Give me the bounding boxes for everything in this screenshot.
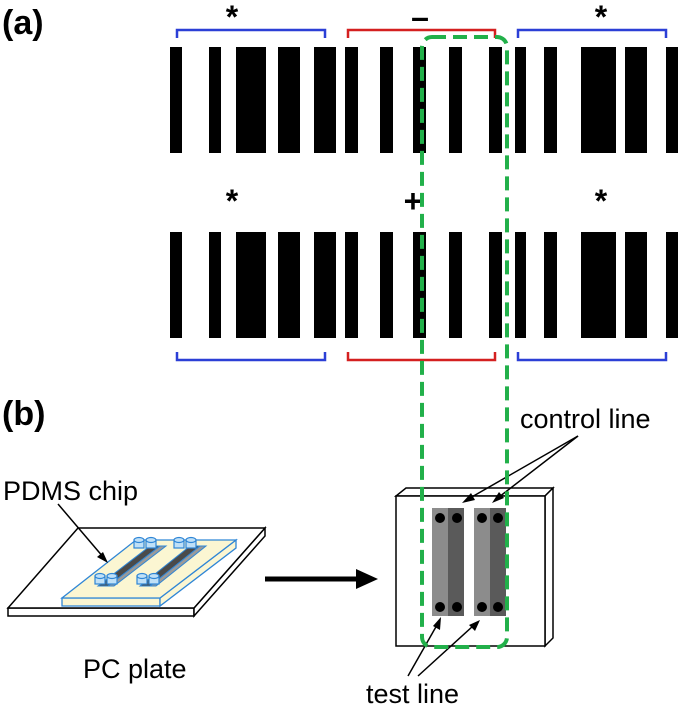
chip-well-top <box>173 536 185 544</box>
chip-well-top <box>133 536 145 544</box>
strip-dot <box>435 602 445 612</box>
barcode-bar <box>380 47 393 153</box>
bottom-symbol-middle: + <box>404 183 423 219</box>
barcode-bar <box>666 47 678 153</box>
barcode-bar <box>544 47 557 153</box>
barcode-bar <box>345 47 358 153</box>
bottom-symbol-right: * <box>595 183 608 219</box>
strip-dot <box>493 602 503 612</box>
chip-well-top <box>106 572 118 580</box>
panel-b-label: (b) <box>2 395 45 433</box>
barcode-top <box>170 47 678 153</box>
barcode-bar <box>413 232 426 338</box>
top-symbol-left: * <box>226 0 239 35</box>
chip-well-top <box>136 572 148 580</box>
process-arrow <box>265 569 378 589</box>
barcode-bar <box>236 47 266 153</box>
barcode-bar <box>581 47 616 153</box>
bottom-symbol-left: * <box>226 183 239 219</box>
barcode-bar <box>449 47 462 153</box>
chip-channel <box>148 545 208 587</box>
barcode-bar <box>278 232 300 338</box>
barcode-bar <box>345 232 358 338</box>
barcode-bar <box>515 47 526 153</box>
control-line-label: control line <box>520 404 651 434</box>
bottom-bracket-right <box>516 352 668 362</box>
barcode-bar <box>209 232 221 338</box>
chip-well-top <box>145 536 157 544</box>
top-bracket-right <box>516 28 668 38</box>
pdms-chip-edge-front <box>61 597 161 607</box>
cartridge-side-face <box>544 486 554 648</box>
strip-dot <box>452 513 462 523</box>
test-line-arrows <box>407 617 480 677</box>
barcode-bar <box>489 47 502 153</box>
test-line-label: test line <box>366 679 459 709</box>
bottom-bracket-left <box>175 352 327 362</box>
barcode-bar <box>314 232 336 338</box>
chip-wells <box>94 536 197 585</box>
top-bracket-middle <box>346 28 497 38</box>
barcode-bar <box>170 47 182 153</box>
chip-channel <box>106 545 168 587</box>
barcode-bar <box>170 232 182 338</box>
pdms-chip-arrow <box>57 503 108 563</box>
barcode-bar <box>489 232 502 338</box>
barcode-bar <box>515 232 526 338</box>
strip-dot <box>477 602 487 612</box>
top-symbol-middle: – <box>411 0 429 35</box>
barcode-bar <box>278 47 300 153</box>
strip-dot <box>452 602 462 612</box>
barcode-bar <box>581 232 616 338</box>
chip-well-top <box>94 572 106 580</box>
barcode-bar <box>209 47 221 153</box>
control-line-arrows <box>462 435 579 503</box>
top-symbol-right: * <box>595 0 608 35</box>
pc-plate-edge-front <box>7 607 195 617</box>
barcode-bar <box>625 47 647 153</box>
strip-dots <box>435 513 503 612</box>
pc-plate-label: PC plate <box>83 654 187 684</box>
chip-well-top <box>148 572 160 580</box>
strip-dot <box>435 513 445 523</box>
panel-a-label: (a) <box>2 4 44 42</box>
cartridge <box>393 486 555 648</box>
strip-dot <box>493 513 503 523</box>
highlight-box <box>420 35 509 649</box>
barcode-bar <box>380 232 393 338</box>
test-strip-light <box>474 508 490 616</box>
barcode-bar <box>544 232 557 338</box>
barcode-bar <box>236 232 266 338</box>
barcode-bar <box>449 232 462 338</box>
pc-plate-assembly <box>6 526 267 618</box>
bottom-bracket-middle <box>346 352 497 362</box>
barcode-bar <box>413 47 426 153</box>
test-strip-light <box>432 508 448 616</box>
pdms-chip-label: PDMS chip <box>3 476 138 506</box>
top-bracket-left <box>175 28 327 38</box>
barcode-bar <box>666 232 678 338</box>
cartridge-front-face <box>395 495 546 647</box>
chip-well-top <box>185 536 197 544</box>
strip-dot <box>477 513 487 523</box>
barcode-bar <box>314 47 336 153</box>
barcode-bar <box>625 232 647 338</box>
